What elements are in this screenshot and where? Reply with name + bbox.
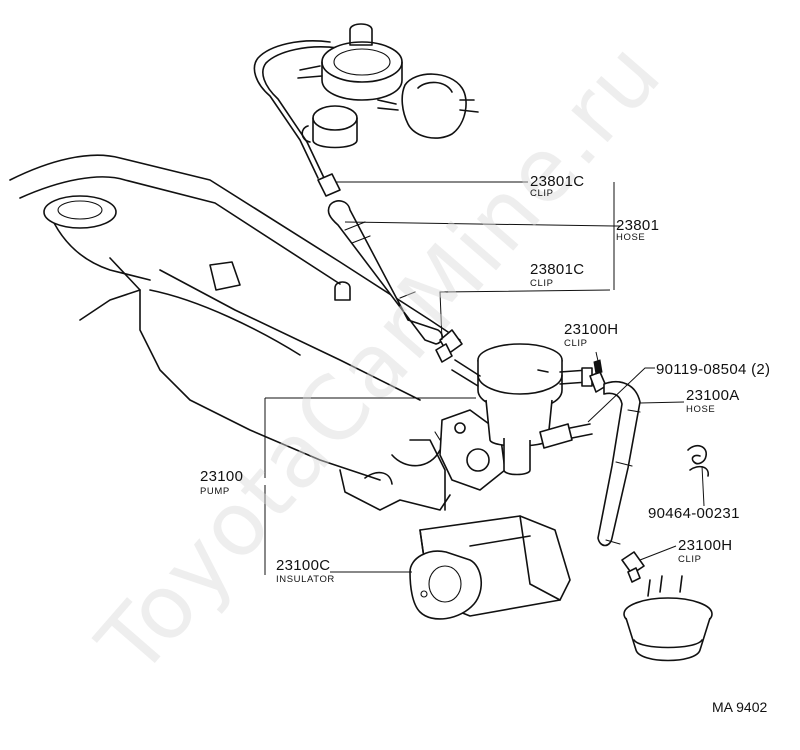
part-description: CLIP [564,338,588,349]
part-number: 90464-00231 [648,505,740,522]
part-number: 23100H [678,537,732,554]
insulator-23100c [409,515,571,620]
part-description: PUMP [200,486,230,497]
part-description: INSULATOR [276,574,335,585]
part-description: HOSE [616,232,645,243]
part-description: HOSE [686,404,715,415]
part-number: 23801C [530,173,584,190]
part-number: 23801C [530,261,584,278]
callout-23100c: 23100C INSULATOR [276,557,335,585]
figure-code: MA 9402 [712,699,767,715]
clip-90464 [687,444,709,477]
part-number: 23100C [276,557,330,574]
upper-vacuum-assembly [253,23,479,181]
part-description: CLIP [530,278,554,289]
part-number: 23100A [686,387,740,404]
part-description: CLIP [678,554,702,565]
part-number: 23100H [564,321,618,338]
part-description: CLIP [530,188,554,199]
leader-lines [264,181,705,575]
part-number: 23100 [200,468,243,485]
callout-23100a: 23100A HOSE [686,387,740,415]
callout-23801c-top: 23801C CLIP [530,173,584,199]
watermark: ToyotaCarMine.ru [77,22,681,695]
hose-23100a [597,380,641,547]
engine-block [9,154,506,511]
fuel-filter [621,551,713,662]
callout-90464: 90464-00231 [648,505,740,522]
fuel-pump-23100 [451,343,593,476]
callout-23801: 23801 HOSE [616,217,659,243]
callout-23100: 23100 PUMP [200,468,243,497]
callout-23100h-bottom: 23100H CLIP [678,537,732,565]
part-number: 23801 [616,217,659,234]
callout-23100h-top: 23100H CLIP [564,321,618,349]
part-number: 90119-08504 (2) [656,361,770,378]
callout-23801c-bottom: 23801C CLIP [530,261,584,289]
callout-90119: 90119-08504 (2) [656,361,770,378]
